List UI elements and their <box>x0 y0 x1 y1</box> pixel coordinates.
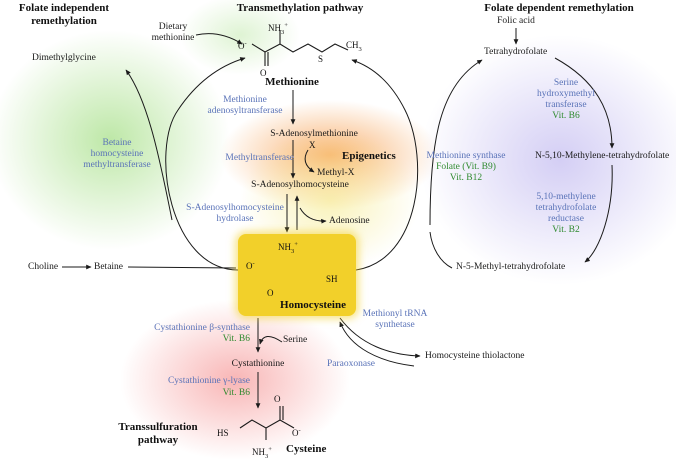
homocysteine-nh3-label: NH3+ <box>278 241 298 255</box>
methyl-thf-label: N-5-Methyl-tetrahydrofolate <box>456 262 566 272</box>
methionine-label: Methionine <box>265 76 319 88</box>
arrow-ms-to-thf <box>429 59 483 226</box>
header-transsulfuration: Transsulfuration pathway <box>118 421 198 446</box>
arrow-bhmt-loop <box>165 57 246 271</box>
enzyme-methyltransferase: Methyltransferase <box>225 153 294 163</box>
vitamin-shmt-b6: Vit. B6 <box>552 111 580 121</box>
methyl-x-label: Methyl-X <box>317 168 355 178</box>
dimethylglycine-label: Dimethylglycine <box>32 53 96 63</box>
arrow-ms-loop <box>351 59 419 271</box>
methionine-ch3-label: CH3 <box>346 40 362 53</box>
cysteine-o-label: O <box>274 394 281 404</box>
enzyme-cbs: Cystathionine β-synthase <box>154 323 250 333</box>
homocysteine-thiolactone-label: Homocysteine thiolactone <box>425 351 525 361</box>
glow-purple <box>420 35 676 285</box>
vitamin-cgl-b6: Vit. B6 <box>222 388 250 398</box>
enzyme-paraoxonase: Paraoxonase <box>327 359 376 369</box>
header-transmethylation: Transmethylation pathway <box>236 2 364 14</box>
sah-label: S-Adenosylhomocysteine <box>251 180 349 190</box>
betaine-label: Betaine <box>94 262 124 272</box>
enzyme-sahh: S-Adenosylhomocysteine hydrolase <box>186 203 284 224</box>
methionine-nh3-label: NH3+ <box>268 22 288 36</box>
glow-green <box>0 30 230 250</box>
methionine-structure <box>251 30 349 66</box>
arrow-methylthf-to-ms <box>429 231 453 269</box>
enzyme-shmt: Serine hydroxymethyl transferase <box>536 78 596 110</box>
arrow-to-dimethylglycine <box>125 69 173 221</box>
cysteine-label: Cysteine <box>286 443 327 455</box>
enzyme-bhmt: Betaine homocysteine methyltransferase <box>83 138 151 170</box>
tetrahydrofolate-label: Tetrahydrofolate <box>484 47 548 57</box>
enzyme-mat: Methionine adenosyltransferase <box>207 95 283 116</box>
arrow-serine-branch <box>259 336 283 345</box>
adenosine-label: Adenosine <box>329 216 370 226</box>
enzyme-cgl: Cystathionine γ-lyase <box>167 376 250 386</box>
methionine-o-minus-label: O- <box>238 40 247 51</box>
folic-acid-label: Folic acid <box>497 16 535 26</box>
vitamin-ms-folate: Folate (Vit. B9) <box>436 162 496 172</box>
vitamin-mthfr-b2: Vit. B2 <box>552 225 580 235</box>
homocysteine-o-minus-label: O- <box>246 260 255 271</box>
cysteine-structure <box>239 406 295 440</box>
sam-label: S-Adenosylmethionine <box>270 129 358 139</box>
arrow-methylene-to-methyl <box>584 164 613 263</box>
arrow-betaine-to-loop <box>127 266 237 269</box>
homocysteine-o-label: O <box>267 288 274 298</box>
homocysteine-highlight-box <box>238 234 356 316</box>
vitamin-ms-b12: Vit. B12 <box>449 173 483 183</box>
glow-red <box>120 300 350 460</box>
enzyme-metrs: Methionyl tRNA synthetase <box>362 309 428 330</box>
methylene-thf-label: N-5,10-Methylene-tetrahydrofolate <box>535 151 670 161</box>
arrow-hcy-to-thiolactone <box>339 317 421 359</box>
glow-green-top <box>180 0 300 75</box>
choline-label: Choline <box>28 262 59 272</box>
cysteine-nh3-label: NH3+ <box>252 446 272 460</box>
cysteine-o-minus-label: O- <box>292 427 301 438</box>
x-label: X <box>309 140 316 150</box>
vitamin-cbs-b6: Vit. B6 <box>222 334 250 344</box>
methionine-o-label: O <box>260 68 267 78</box>
cysteine-hs-label: HS <box>217 428 229 438</box>
arrow-dietary-to-methionine <box>195 33 243 45</box>
serine-label: Serine <box>283 335 308 345</box>
enzyme-ms: Methionine synthase <box>426 151 506 161</box>
epigenetics-label: Epigenetics <box>342 150 396 162</box>
methionine-s-label: S <box>318 54 324 64</box>
arrow-x-to-methylx <box>304 149 315 173</box>
dietary-methionine-label: Dietary methionine <box>151 22 195 43</box>
cystathionine-label: Cystathionine <box>231 359 285 369</box>
homocysteine-label: Homocysteine <box>280 299 346 311</box>
header-folate-dependent: Folate dependent remethylation <box>484 2 634 14</box>
arrow-thf-to-methylene <box>554 57 615 149</box>
arrow-adenosine <box>299 207 327 224</box>
header-folate-independent: Folate independent remethylation <box>18 2 110 27</box>
enzyme-mthfr: 5,10-methylene tetrahydrofolate reductas… <box>535 192 597 224</box>
arrow-thiolactone-to-hcy <box>339 321 415 367</box>
homocysteine-sh-label: SH <box>326 274 338 284</box>
arrows <box>62 28 615 409</box>
